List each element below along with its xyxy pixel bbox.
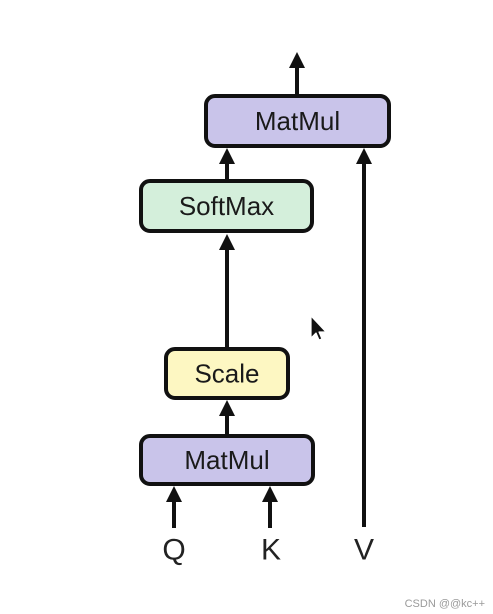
scale-label: Scale bbox=[194, 359, 259, 389]
matmul-bottom-block: MatMul bbox=[139, 434, 315, 486]
matmul-top-label: MatMul bbox=[255, 106, 340, 136]
matmul-bottom-label: MatMul bbox=[184, 445, 269, 475]
softmax-to-matmul-arrow bbox=[219, 148, 235, 180]
matmul-to-scale-arrow bbox=[219, 400, 235, 435]
v-to-matmul-arrow bbox=[356, 148, 372, 527]
matmul-top-block: MatMul bbox=[204, 94, 391, 148]
scale-block: Scale bbox=[164, 347, 290, 400]
input-k-label: K bbox=[261, 534, 281, 567]
softmax-label: SoftMax bbox=[179, 191, 274, 221]
input-q-label: Q bbox=[162, 534, 185, 567]
scale-to-softmax-arrow bbox=[219, 234, 235, 348]
q-to-matmul-arrow bbox=[166, 486, 182, 528]
output-arrow bbox=[289, 52, 305, 95]
softmax-block: SoftMax bbox=[139, 179, 314, 233]
watermark: CSDN @@kc++ bbox=[404, 598, 485, 610]
input-v-label: V bbox=[354, 534, 374, 567]
k-to-matmul-arrow bbox=[262, 486, 278, 528]
mouse-cursor-icon bbox=[310, 315, 327, 341]
